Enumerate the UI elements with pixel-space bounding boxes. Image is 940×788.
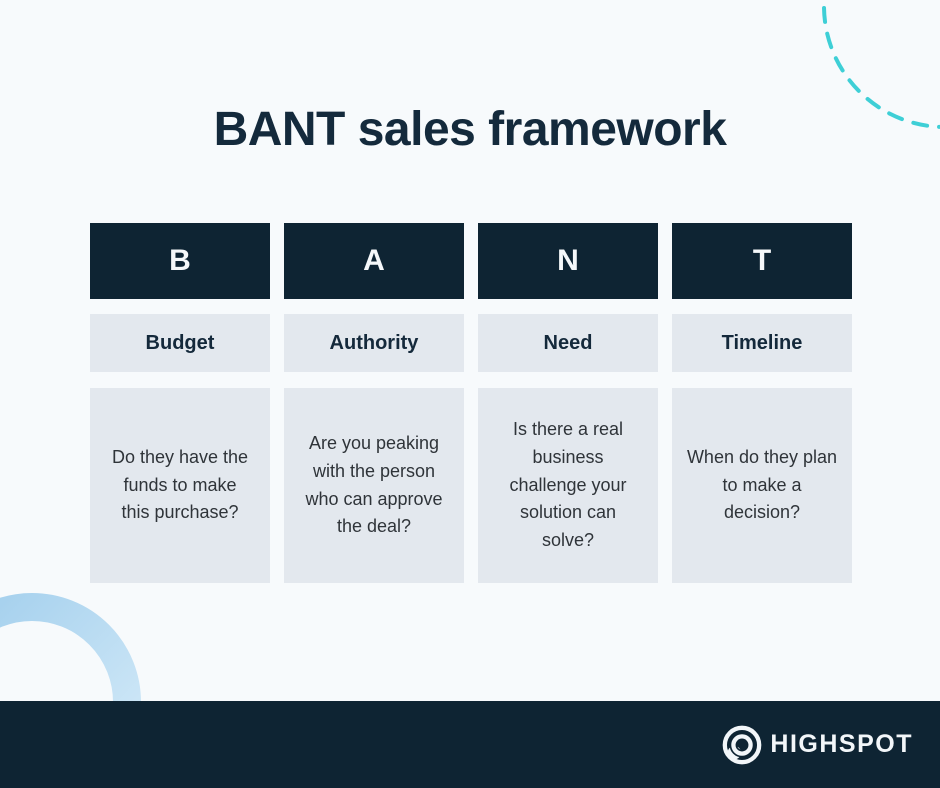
highspot-logo: HIGHSPOT [721,724,913,766]
highspot-spot-icon [723,725,762,764]
description-cell-need: Is there a real business challenge your … [478,388,658,583]
blue-ring-decoration [0,593,141,708]
description-cell-timeline: When do they plan to make a decision? [672,388,852,583]
label-cell-budget: Budget [90,314,270,372]
highspot-wordmark: HIGHSPOT [770,730,913,758]
letter-cell-b: B [90,223,270,299]
bant-table: B Budget Do they have the funds to make … [90,223,852,583]
footer-bar: HIGHSPOT [0,701,940,788]
page-title: BANT sales framework [213,103,727,156]
column-timeline: T Timeline When do they plan to make a d… [672,223,852,583]
label-cell-need: Need [478,314,658,372]
letter-cell-n: N [478,223,658,299]
letter-cell-t: T [672,223,852,299]
label-cell-authority: Authority [284,314,464,372]
column-need: N Need Is there a real business challeng… [478,223,658,583]
column-budget: B Budget Do they have the funds to make … [90,223,270,583]
letter-cell-a: A [284,223,464,299]
label-cell-timeline: Timeline [672,314,852,372]
description-cell-authority: Are you peaking with the person who can … [284,388,464,583]
description-cell-budget: Do they have the funds to make this purc… [90,388,270,583]
column-authority: A Authority Are you peaking with the per… [284,223,464,583]
